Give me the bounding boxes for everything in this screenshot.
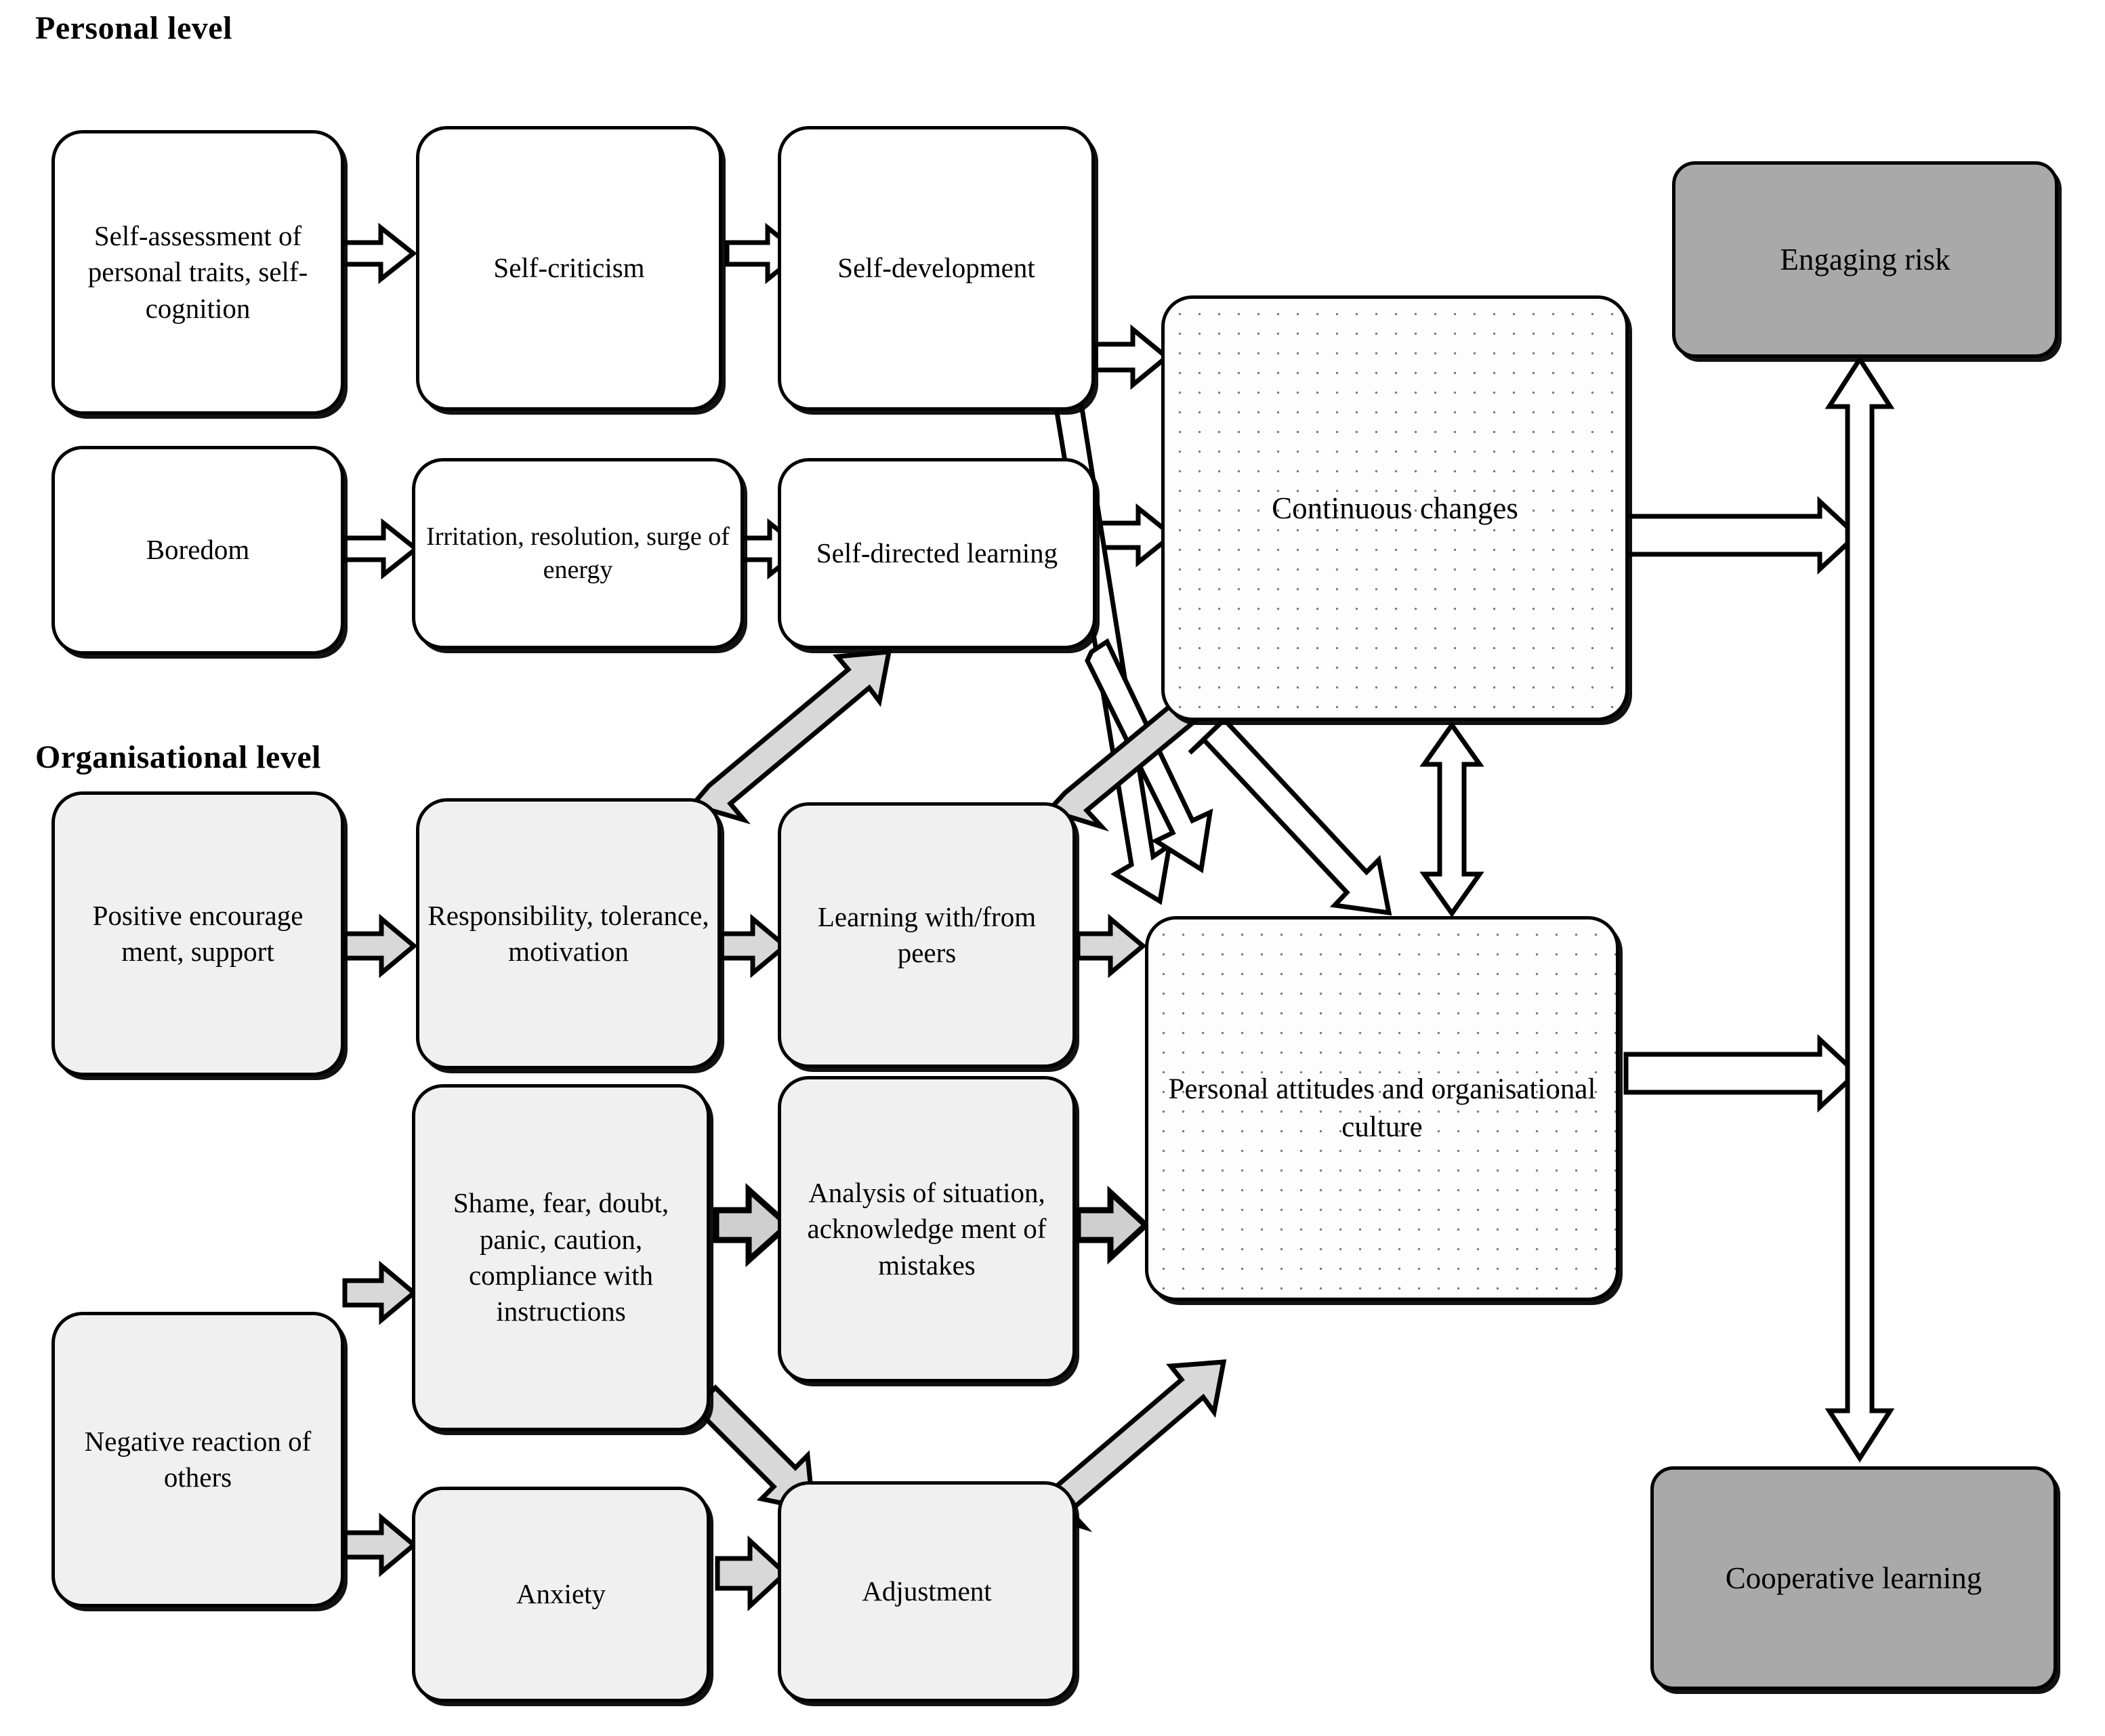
arrow-continuous-changes-personal-attitudes-vertical <box>1419 720 1484 918</box>
node-label: Personal attitudes and organisational cu… <box>1168 1073 1596 1143</box>
node-self-assessment[interactable]: Self-assessment of personal traits, self… <box>51 130 344 415</box>
arrow-engaging-risk-to-cooperative-learning <box>1825 354 1895 1463</box>
node-shame-fear[interactable]: Shame, fear, doubt, panic, caution, comp… <box>412 1084 710 1431</box>
arrow-anxiety-to-adjustment <box>715 1535 789 1611</box>
node-responsibility[interactable]: Responsibility, tolerance, motivation <box>416 798 721 1069</box>
node-label: Self-directed learning <box>816 537 1058 569</box>
arrow-continuous-changes-to-risk-axis <box>1623 495 1860 575</box>
arrow-personal-attitudes-to-risk-axis <box>1623 1033 1860 1113</box>
arrow-shame-fear-to-analysis-of-situation <box>713 1182 793 1268</box>
node-label: Engaging risk <box>1780 242 1951 276</box>
arrow-continuous-changes-to-personal-attitudes <box>1188 716 1392 916</box>
node-cooperative-learning[interactable]: Cooperative learning <box>1650 1466 2057 1690</box>
arrow-self-assessment-to-self-criticism <box>337 222 417 285</box>
node-anxiety[interactable]: Anxiety <box>412 1487 710 1702</box>
node-analysis-of-situation[interactable]: Analysis of situation, acknowledge ment … <box>778 1076 1076 1382</box>
arrow-negative-reaction-to-anxiety <box>342 1512 418 1577</box>
node-label: Continuous changes <box>1272 491 1518 525</box>
node-label: Positive encourage ment, support <box>92 899 304 967</box>
organisational-level-title: Organisational level <box>35 739 321 775</box>
personal-level-title: Personal level <box>35 10 232 46</box>
node-negative-reaction[interactable]: Negative reaction of others <box>51 1312 344 1607</box>
node-label: Irritation, resolution, surge of energy <box>426 522 730 584</box>
node-self-directed-learning[interactable]: Self-directed learning <box>778 458 1096 649</box>
node-irritation[interactable]: Irritation, resolution, surge of energy <box>412 458 744 649</box>
node-self-criticism[interactable]: Self-criticism <box>416 126 722 411</box>
arrow-learning-with-peers-to-personal-attitudes <box>1075 913 1147 978</box>
node-label: Negative reaction of others <box>84 1425 312 1493</box>
node-label: Self-criticism <box>493 252 645 284</box>
arrow-analysis-of-situation-to-personal-attitudes <box>1075 1185 1150 1265</box>
node-label: Cooperative learning <box>1725 1561 1982 1595</box>
node-label: Responsibility, tolerance, motivation <box>428 899 709 967</box>
node-self-development[interactable]: Self-development <box>778 126 1095 411</box>
node-personal-attitudes[interactable]: Personal attitudes and organisational cu… <box>1145 916 1619 1301</box>
node-label: Shame, fear, doubt, panic, caution, comp… <box>453 1187 669 1327</box>
arrow-adjustment-to-personal-attitudes <box>1027 1359 1227 1533</box>
node-label: Self-development <box>837 252 1035 284</box>
node-learning-with-peers[interactable]: Learning with/from peers <box>778 802 1076 1068</box>
arrow-positive-encouragement-to-responsibility <box>342 913 418 978</box>
node-label: Boredom <box>146 534 250 566</box>
arrow-responsibility-to-self-directed-learning <box>688 649 892 825</box>
arrow-self-development-to-continuous-changes <box>1093 324 1171 390</box>
node-positive-encouragement[interactable]: Positive encourage ment, support <box>51 791 344 1076</box>
arrow-negative-reaction-to-shame-fear <box>342 1260 418 1325</box>
node-label: Anxiety <box>516 1578 606 1610</box>
arrow-responsibility-to-learning-with-peers <box>717 913 789 978</box>
node-engaging-risk[interactable]: Engaging risk <box>1672 161 2058 358</box>
node-continuous-changes[interactable]: Continuous changes <box>1161 295 1629 721</box>
node-label: Learning with/from peers <box>817 901 1037 968</box>
node-label: Self-assessment of personal traits, self… <box>87 220 308 324</box>
node-adjustment[interactable]: Adjustment <box>778 1481 1076 1702</box>
node-label: Analysis of situation, acknowledge ment … <box>807 1177 1047 1281</box>
node-boredom[interactable]: Boredom <box>51 446 344 655</box>
arrow-boredom-to-irritation <box>340 518 420 580</box>
node-label: Adjustment <box>862 1575 992 1607</box>
